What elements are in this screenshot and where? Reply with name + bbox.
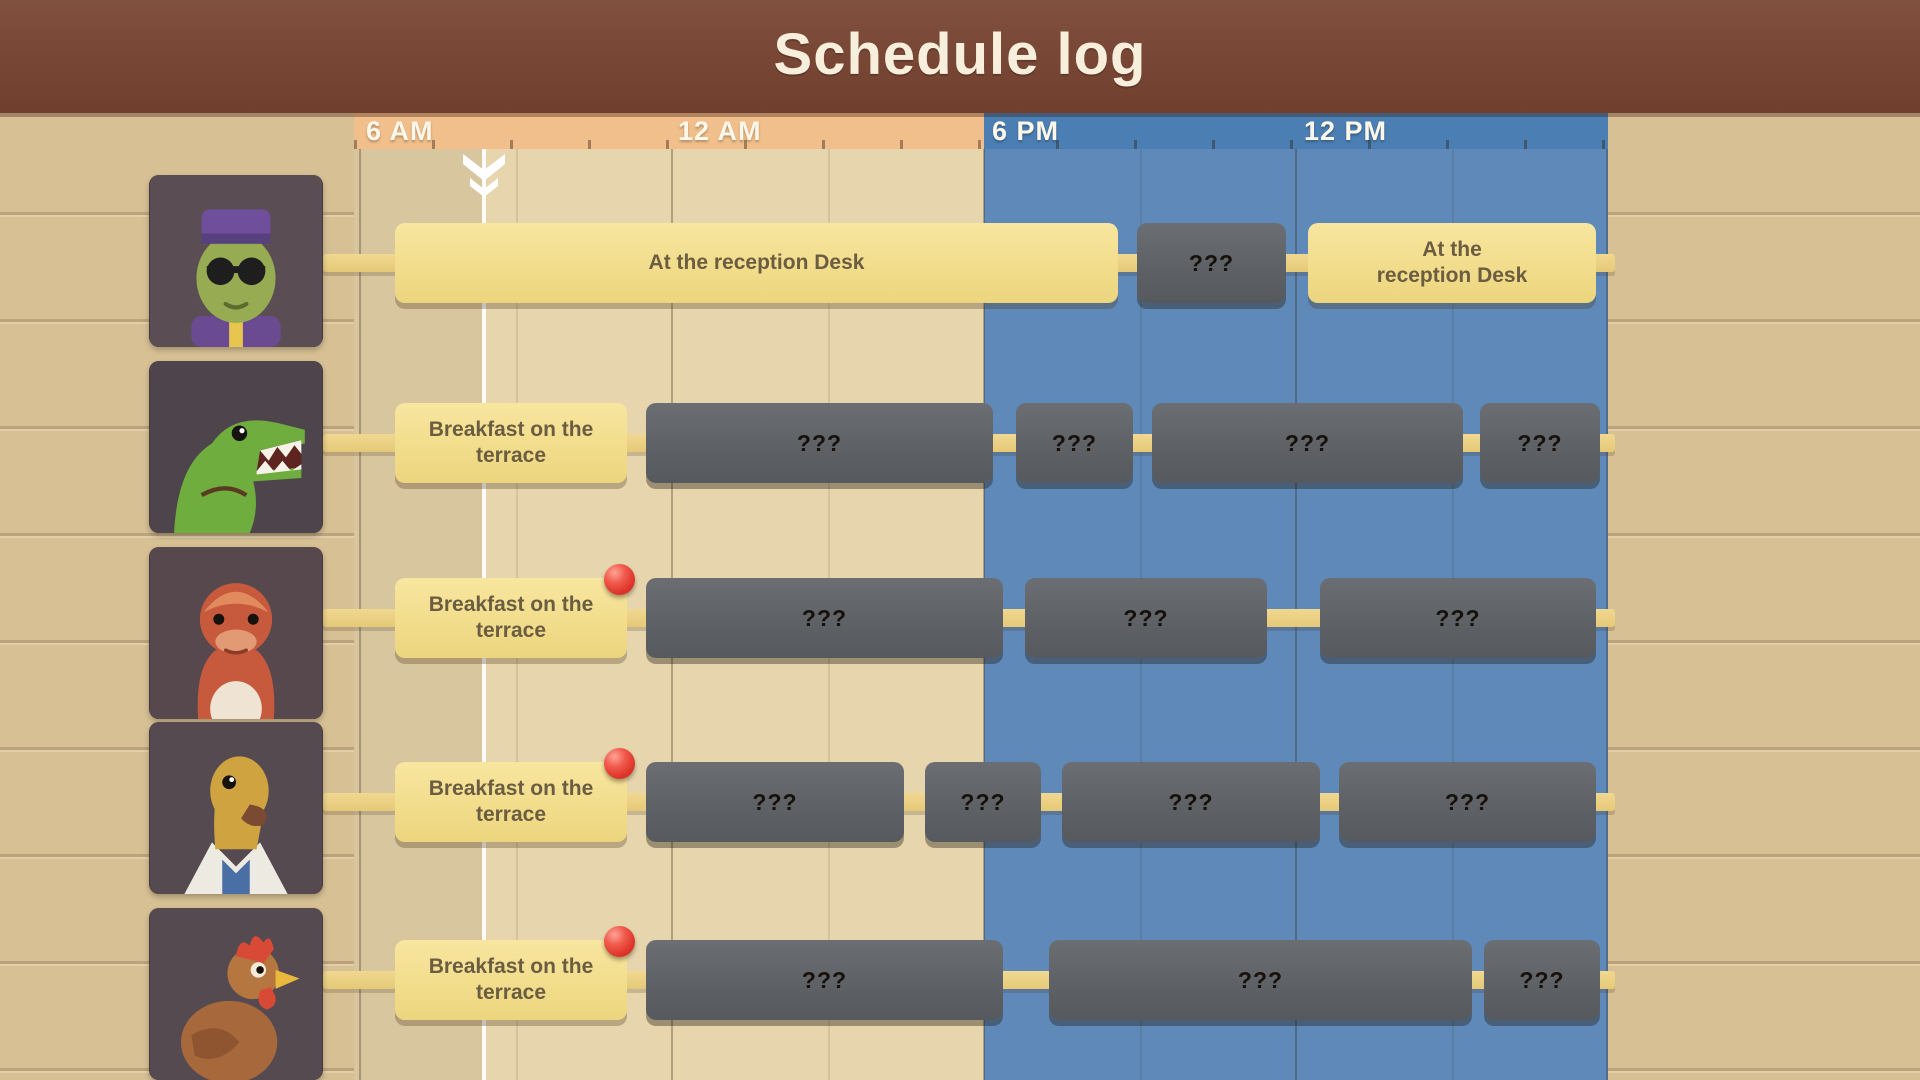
- time-label-12pm: 12 PM: [1304, 116, 1388, 146]
- event-label: ???: [1435, 604, 1481, 631]
- avatar-chicken[interactable]: [149, 908, 323, 1080]
- event-label: Breakfast on the terrace: [428, 776, 594, 826]
- event-label: ???: [1444, 788, 1491, 815]
- event-label: Breakfast on the terrace: [428, 954, 594, 1004]
- event-label: ???: [1284, 429, 1331, 456]
- event-block[interactable]: At the reception Desk: [395, 223, 1118, 303]
- event-block-unknown[interactable]: ???: [1062, 762, 1320, 842]
- time-label-6pm: 6 PM: [992, 116, 1060, 146]
- event-block-selected[interactable]: Breakfast on the terrace: [395, 403, 627, 483]
- event-label: ???: [801, 604, 848, 631]
- chicken-icon: [150, 908, 322, 1080]
- event-block-unknown[interactable]: ???: [646, 403, 993, 483]
- dino-bellhop-icon: [150, 175, 322, 347]
- dino-raptor-icon: [150, 361, 322, 533]
- current-time-arrow-icon: [463, 154, 505, 197]
- event-block[interactable]: At the reception Desk: [1308, 223, 1596, 303]
- event-block-unknown[interactable]: ???: [646, 940, 1003, 1020]
- time-ticks: [354, 140, 1608, 149]
- event-block-unknown[interactable]: ???: [1137, 223, 1286, 303]
- event-label: Breakfast on the terrace: [428, 417, 594, 467]
- event-label: ???: [1123, 604, 1169, 631]
- event-block-unknown[interactable]: ???: [1484, 940, 1600, 1020]
- alert-dot-icon: [604, 926, 635, 957]
- gridline-end: [1606, 113, 1608, 1080]
- event-block-unknown[interactable]: ???: [1339, 762, 1596, 842]
- header: Schedule log: [0, 0, 1920, 113]
- time-label-12am: 12 AM: [678, 116, 762, 146]
- gridline-6am: [359, 113, 361, 1080]
- time-label-6am: 6 AM: [366, 116, 434, 146]
- event-label: ???: [960, 788, 1006, 815]
- event-block-unknown[interactable]: ???: [646, 578, 1003, 658]
- event-label: ???: [801, 966, 848, 993]
- event-block[interactable]: Breakfast on the terrace: [395, 564, 635, 658]
- event-block-unknown[interactable]: ???: [1049, 940, 1472, 1020]
- time-strip-night: [984, 113, 1608, 149]
- event-block[interactable]: Breakfast on the terrace: [395, 748, 635, 842]
- time-strip-day: [354, 113, 984, 149]
- event-block-unknown[interactable]: ???: [1320, 578, 1596, 658]
- event-label: ???: [796, 429, 843, 456]
- alert-dot-icon: [604, 748, 635, 779]
- event-label: ???: [1517, 429, 1563, 456]
- event-block[interactable]: Breakfast on the terrace: [395, 926, 635, 1020]
- avatar-dino-raptor[interactable]: [149, 361, 323, 533]
- event-label: At the reception Desk: [1376, 237, 1528, 287]
- alert-dot-icon: [604, 564, 635, 595]
- page-title: Schedule log: [773, 22, 1147, 87]
- event-label: Breakfast on the terrace: [428, 592, 594, 642]
- avatar-dino-yellow[interactable]: [149, 722, 323, 894]
- dino-yellow-icon: [150, 722, 322, 894]
- event-block-unknown[interactable]: ???: [1025, 578, 1267, 658]
- avatar-dino-red[interactable]: [149, 547, 323, 719]
- event-label: ???: [1051, 429, 1098, 456]
- event-block-unknown[interactable]: ???: [1152, 403, 1463, 483]
- avatar-dino-bellhop[interactable]: [149, 175, 323, 347]
- event-label: ???: [752, 788, 798, 815]
- event-label: ???: [1168, 788, 1214, 815]
- event-label: ???: [1188, 249, 1235, 276]
- gridline-12pm: [1295, 113, 1297, 1080]
- event-block-unknown[interactable]: ???: [1480, 403, 1600, 483]
- event-label: ???: [1237, 966, 1284, 993]
- event-label: At the reception Desk: [648, 250, 865, 274]
- event-label: ???: [1519, 966, 1565, 993]
- event-block-unknown[interactable]: ???: [925, 762, 1041, 842]
- event-block-unknown[interactable]: ???: [1016, 403, 1133, 483]
- dino-red-icon: [150, 547, 322, 719]
- event-block-unknown[interactable]: ???: [646, 762, 904, 842]
